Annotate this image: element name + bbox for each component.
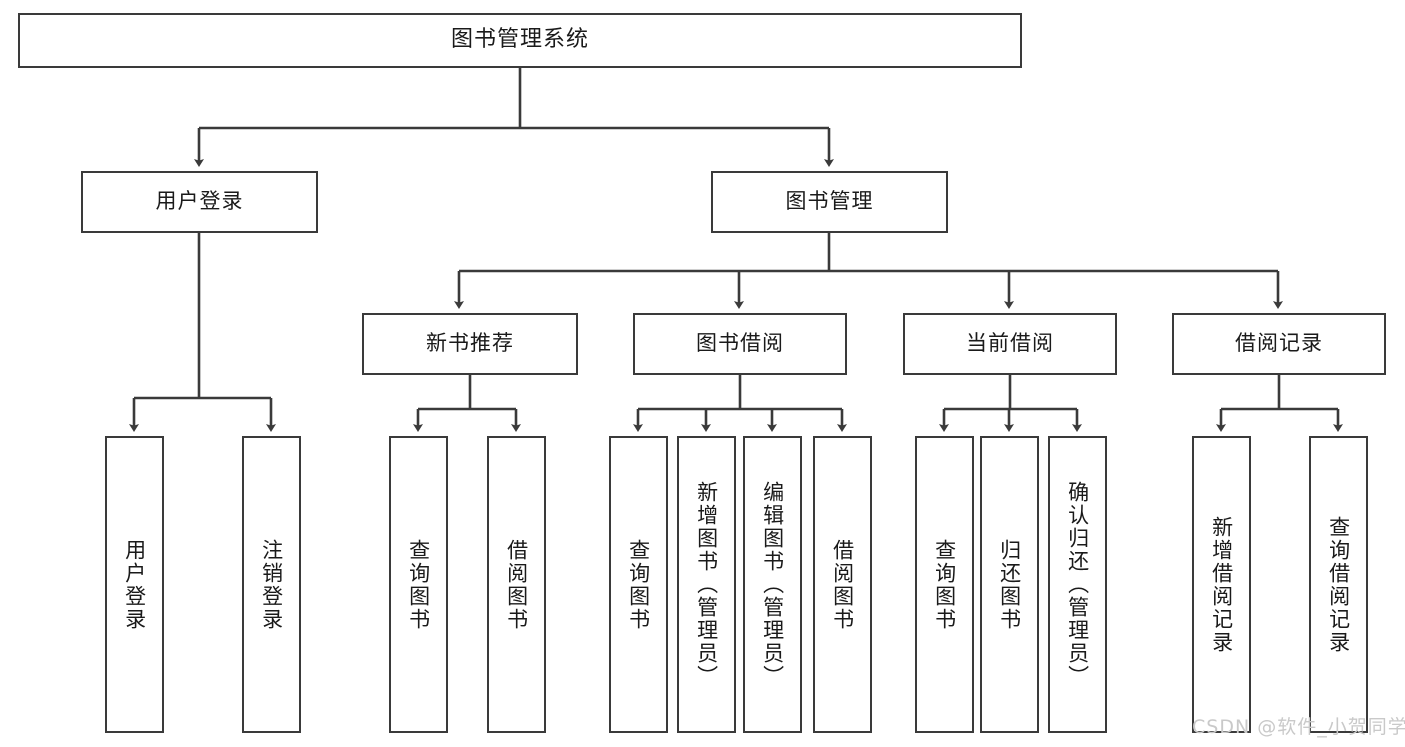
leaf-borrow-book-2[interactable]: 借阅图书 xyxy=(813,436,872,733)
node-label: 归还图书 xyxy=(997,538,1022,631)
leaf-query-book-3[interactable]: 查询图书 xyxy=(915,436,974,733)
leaf-query-book-2[interactable]: 查询图书 xyxy=(609,436,668,733)
leaf-confirm-return[interactable]: 确认归还（管理员） xyxy=(1048,436,1107,733)
node-new-book-rec[interactable]: 新书推荐 xyxy=(362,313,578,375)
leaf-return-book[interactable]: 归还图书 xyxy=(980,436,1039,733)
node-label: 确认归还（管理员） xyxy=(1065,481,1090,688)
node-label: 借阅图书 xyxy=(830,538,855,631)
node-label: 图书借阅 xyxy=(696,331,784,356)
node-root-system[interactable]: 图书管理系统 xyxy=(18,13,1022,68)
leaf-query-book-1[interactable]: 查询图书 xyxy=(389,436,448,733)
node-label: 注销登录 xyxy=(259,538,284,631)
leaf-edit-book[interactable]: 编辑图书（管理员） xyxy=(743,436,802,733)
node-current-borrow[interactable]: 当前借阅 xyxy=(903,313,1117,375)
node-label: 借阅图书 xyxy=(504,538,529,631)
leaf-query-record[interactable]: 查询借阅记录 xyxy=(1309,436,1368,733)
node-label: 新书推荐 xyxy=(426,331,514,356)
node-user-login[interactable]: 用户登录 xyxy=(81,171,318,233)
node-label: 新增图书（管理员） xyxy=(694,481,719,688)
node-borrow-record[interactable]: 借阅记录 xyxy=(1172,313,1386,375)
node-label: 编辑图书（管理员） xyxy=(760,481,785,688)
leaf-add-book[interactable]: 新增图书（管理员） xyxy=(677,436,736,733)
leaf-borrow-book-1[interactable]: 借阅图书 xyxy=(487,436,546,733)
node-label: 用户登录 xyxy=(155,189,244,214)
node-book-borrow[interactable]: 图书借阅 xyxy=(633,313,847,375)
node-label: 当前借阅 xyxy=(966,331,1054,356)
node-label: 查询图书 xyxy=(626,538,651,631)
node-book-manage[interactable]: 图书管理 xyxy=(711,171,948,233)
node-label: 图书管理系统 xyxy=(450,27,589,53)
leaf-logout[interactable]: 注销登录 xyxy=(242,436,301,733)
node-label: 新增借阅记录 xyxy=(1209,515,1234,654)
node-label: 借阅记录 xyxy=(1235,331,1323,356)
node-label: 图书管理 xyxy=(785,189,874,214)
node-label: 用户登录 xyxy=(122,538,147,631)
node-label: 查询借阅记录 xyxy=(1326,515,1351,654)
leaf-add-record[interactable]: 新增借阅记录 xyxy=(1192,436,1251,733)
node-label: 查询图书 xyxy=(932,538,957,631)
leaf-user-login[interactable]: 用户登录 xyxy=(105,436,164,733)
node-label: 查询图书 xyxy=(406,538,431,631)
